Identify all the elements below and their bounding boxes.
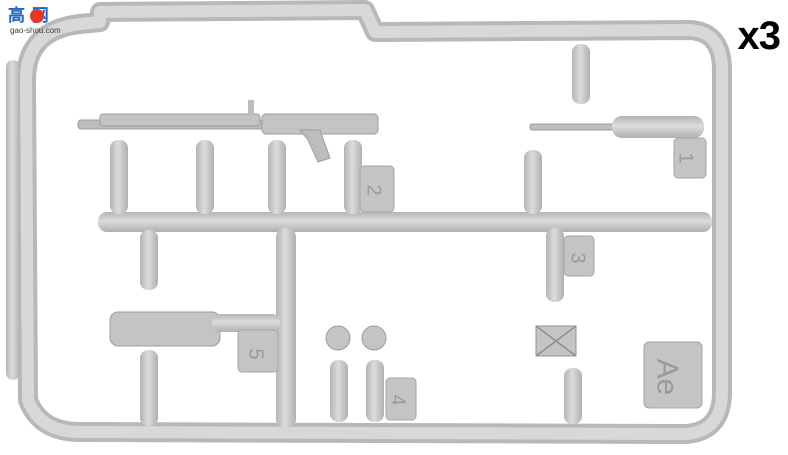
- part-number-2: 2: [362, 184, 385, 196]
- part-2-tab: [359, 165, 395, 213]
- part-number-3: 3: [566, 252, 589, 264]
- left-runner-bar: [6, 60, 20, 380]
- part-number-1: 1: [674, 152, 697, 164]
- machine-gun-gates: [110, 140, 362, 214]
- part-number-4: 4: [386, 394, 409, 406]
- machine-gun-part: [77, 100, 379, 163]
- outer-frame-runner: [16, 0, 732, 444]
- watermark-logo: 高 网 gao-shou.com: [6, 6, 72, 38]
- watermark-url: gao-shou.com: [10, 26, 61, 35]
- sprue-letter-tab: [643, 341, 703, 409]
- sprue-letter: Ae: [650, 358, 684, 396]
- quantity-multiplier: x3: [737, 14, 781, 58]
- rifle-part: [524, 44, 707, 214]
- part-3-assembly: [535, 228, 595, 424]
- part-number-5: 5: [244, 348, 267, 360]
- part-4-assembly: [325, 325, 417, 422]
- logo-dot-icon: [30, 9, 44, 23]
- part-5-assembly: [109, 230, 280, 426]
- center-vertical-runner: [276, 228, 296, 428]
- middle-runner: [98, 212, 712, 232]
